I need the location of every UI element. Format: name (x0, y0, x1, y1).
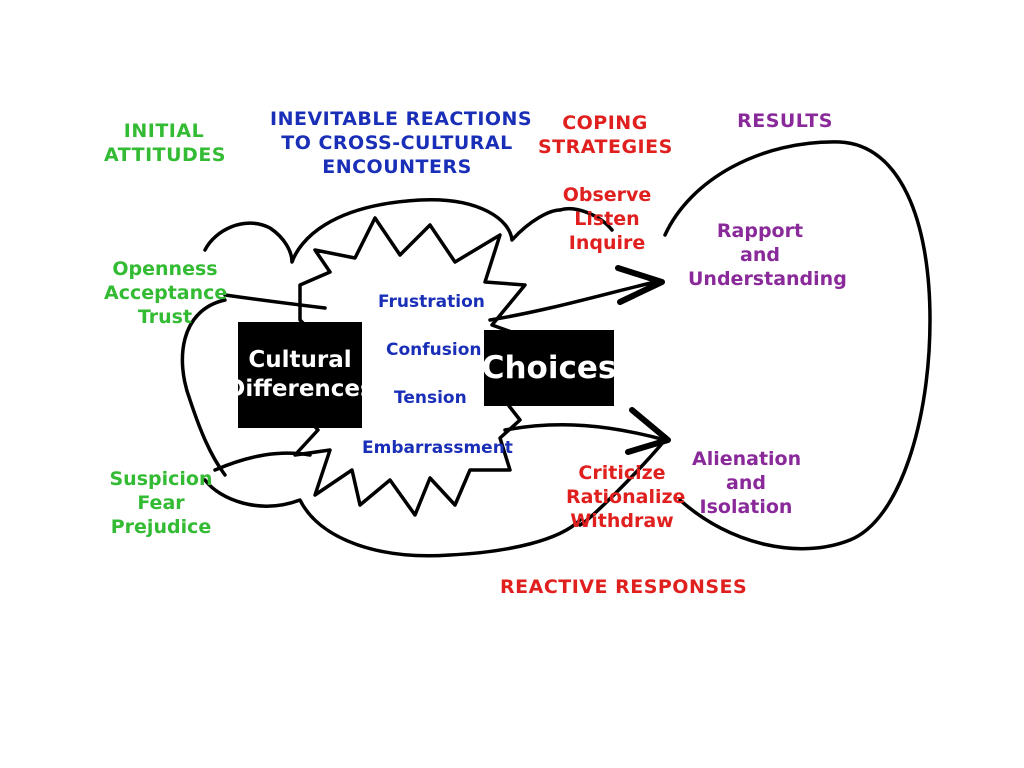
reactive-actions: Criticize Rationalize Withdraw (566, 462, 686, 533)
reactive-arrowhead (625, 407, 671, 455)
results-loop-left (578, 438, 667, 527)
box-line: Differences (226, 376, 374, 402)
negative-attitudes: Suspicion Fear Prejudice (104, 468, 218, 539)
coping-arrow (488, 280, 657, 322)
feeling-tension: Tension (394, 388, 467, 408)
feeling-embarrassment: Embarrassment (362, 438, 513, 458)
header-line: TO CROSS-CULTURAL (281, 131, 513, 154)
positive-attitudes: Openness Acceptance Trust (104, 258, 228, 329)
attitude-item: Prejudice (110, 515, 212, 538)
attitude-item: Acceptance (104, 281, 228, 304)
result-item: Isolation (699, 495, 793, 518)
result-item: and (726, 471, 766, 494)
coping-actions: Observe Listen Inquire (560, 184, 654, 255)
header-inevitable-reactions: INEVITABLE REACTIONS TO CROSS-CULTURAL E… (270, 108, 533, 179)
left-loop (180, 298, 227, 477)
result-item: Alienation (692, 448, 802, 470)
result-item: and (740, 243, 780, 266)
reactive-arrow (503, 423, 667, 442)
negative-results: Alienation and Isolation (692, 448, 802, 519)
header-line: INEVITABLE REACTIONS (270, 108, 533, 130)
attitude-item: Suspicion (109, 468, 213, 490)
header-line: STRATEGIES (538, 135, 673, 158)
header-initial-attitudes: INITIAL ATTITUDES (104, 120, 226, 168)
header-results: RESULTS (730, 110, 840, 134)
header-reactive-responses: REACTIVE RESPONSES (500, 576, 748, 600)
choices-box: Choices (481, 330, 617, 406)
coping-item: Observe (562, 184, 652, 206)
cultural-differences-box: Cultural Differences (226, 322, 374, 428)
coping-item: Inquire (568, 231, 646, 254)
positive-results: Rapport and Understanding (688, 220, 847, 291)
header-line: ENCOUNTERS (322, 155, 472, 178)
outer-loop-bottom (203, 478, 582, 558)
reactive-item: Rationalize (566, 485, 686, 508)
header-coping-strategies: COPING STRATEGIES (538, 112, 672, 160)
results-loop (663, 140, 932, 551)
header-line: COPING (562, 112, 648, 134)
feeling-confusion: Confusion (386, 340, 482, 360)
box-line: Choices (481, 350, 617, 386)
coping-link (558, 207, 614, 232)
reactive-item: Criticize (578, 462, 666, 484)
header-line: RESULTS (737, 110, 833, 132)
header-line: INITIAL (123, 120, 205, 142)
attitude-item: Trust (137, 305, 193, 328)
feeling-frustration: Frustration (378, 292, 485, 312)
header-line: ATTITUDES (104, 143, 226, 166)
result-item: Rapport (716, 220, 804, 242)
attitude-item: Fear (137, 491, 185, 514)
header-line: REACTIVE RESPONSES (500, 576, 748, 598)
outer-loop-top (203, 198, 562, 264)
openness-arrow (223, 293, 327, 310)
reactive-item: Withdraw (570, 509, 674, 532)
result-item: Understanding (688, 267, 847, 290)
suspicion-arrow (213, 451, 312, 472)
attitude-item: Openness (112, 258, 218, 280)
coping-arrowhead (615, 265, 665, 305)
coping-item: Listen (574, 207, 640, 230)
box-line: Cultural (248, 347, 352, 374)
